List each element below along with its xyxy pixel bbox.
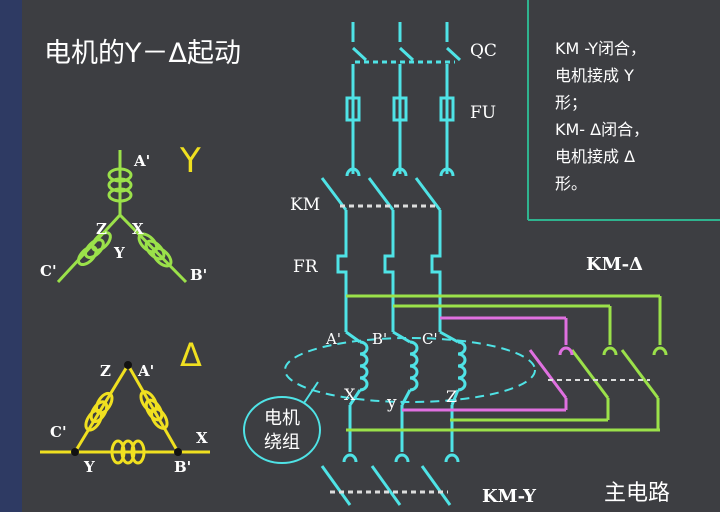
label-fu: FU: [470, 103, 496, 123]
star-label-c: C': [40, 262, 57, 280]
callout-line-2: 绕组: [264, 432, 300, 453]
magenta-circuit: [402, 316, 574, 412]
label-km-delta: KM-Δ: [586, 254, 643, 275]
star-label-b: B': [190, 266, 207, 284]
delta-label-c: C': [50, 423, 67, 441]
winding-callout: [243, 396, 321, 464]
star-label-y: Y: [113, 244, 125, 262]
note-line-4: KM- Δ闭合，: [555, 120, 649, 139]
delta-label-x: X: [196, 429, 208, 447]
star-coil-a: [107, 167, 133, 183]
winding-label-y: y: [386, 393, 397, 413]
note-line-1: KM -Y闭合，: [555, 39, 646, 58]
delta-label-z: Z: [100, 362, 111, 380]
note-box: KM -Y闭合， 电机接成 Y 形； KM- Δ闭合， 电机接成 Δ 形。: [527, 0, 720, 221]
winding-group-ellipse: [284, 337, 536, 403]
delta-label-y: Y: [83, 458, 95, 476]
winding-label-z: Z: [446, 387, 457, 406]
label-qc: QC: [470, 41, 497, 61]
delta-symbol: Δ: [180, 336, 202, 374]
delta-node-top: [124, 361, 132, 369]
star-symbol: Y: [179, 141, 201, 181]
km-delta-circuit: [346, 294, 668, 432]
label-main-circuit: 主电路: [604, 481, 670, 506]
winding-label-c: C': [422, 330, 438, 348]
phase-lines: [320, 22, 467, 506]
note-line-5: 电机接成 Δ: [555, 147, 635, 166]
star-label-z: Z: [96, 220, 107, 238]
delta-label-a: A': [137, 362, 154, 380]
callout-line-1: 电机: [264, 408, 300, 429]
label-fr: FR: [293, 257, 319, 277]
delta-node-right: [174, 448, 182, 456]
star-label-x: X: [132, 220, 144, 238]
page-title: 电机的Y－Δ起动: [44, 38, 241, 69]
delta-node-left: [71, 448, 79, 456]
winding-label-a: A': [325, 330, 341, 348]
note-line-3: 形；: [555, 93, 587, 112]
left-stripe: [0, 0, 22, 512]
winding-label-b: B': [372, 330, 387, 348]
label-km: KM: [290, 195, 320, 215]
note-line-6: 形。: [555, 174, 587, 193]
delta-diagram: [40, 364, 210, 465]
note-line-2: 电机接成 Y: [555, 66, 634, 85]
delta-label-b: B': [174, 458, 191, 476]
winding-label-x: X: [344, 385, 356, 404]
star-label-a: A': [133, 152, 150, 170]
star-diagram: [56, 150, 188, 284]
label-km-y: KM-Y: [482, 486, 537, 507]
